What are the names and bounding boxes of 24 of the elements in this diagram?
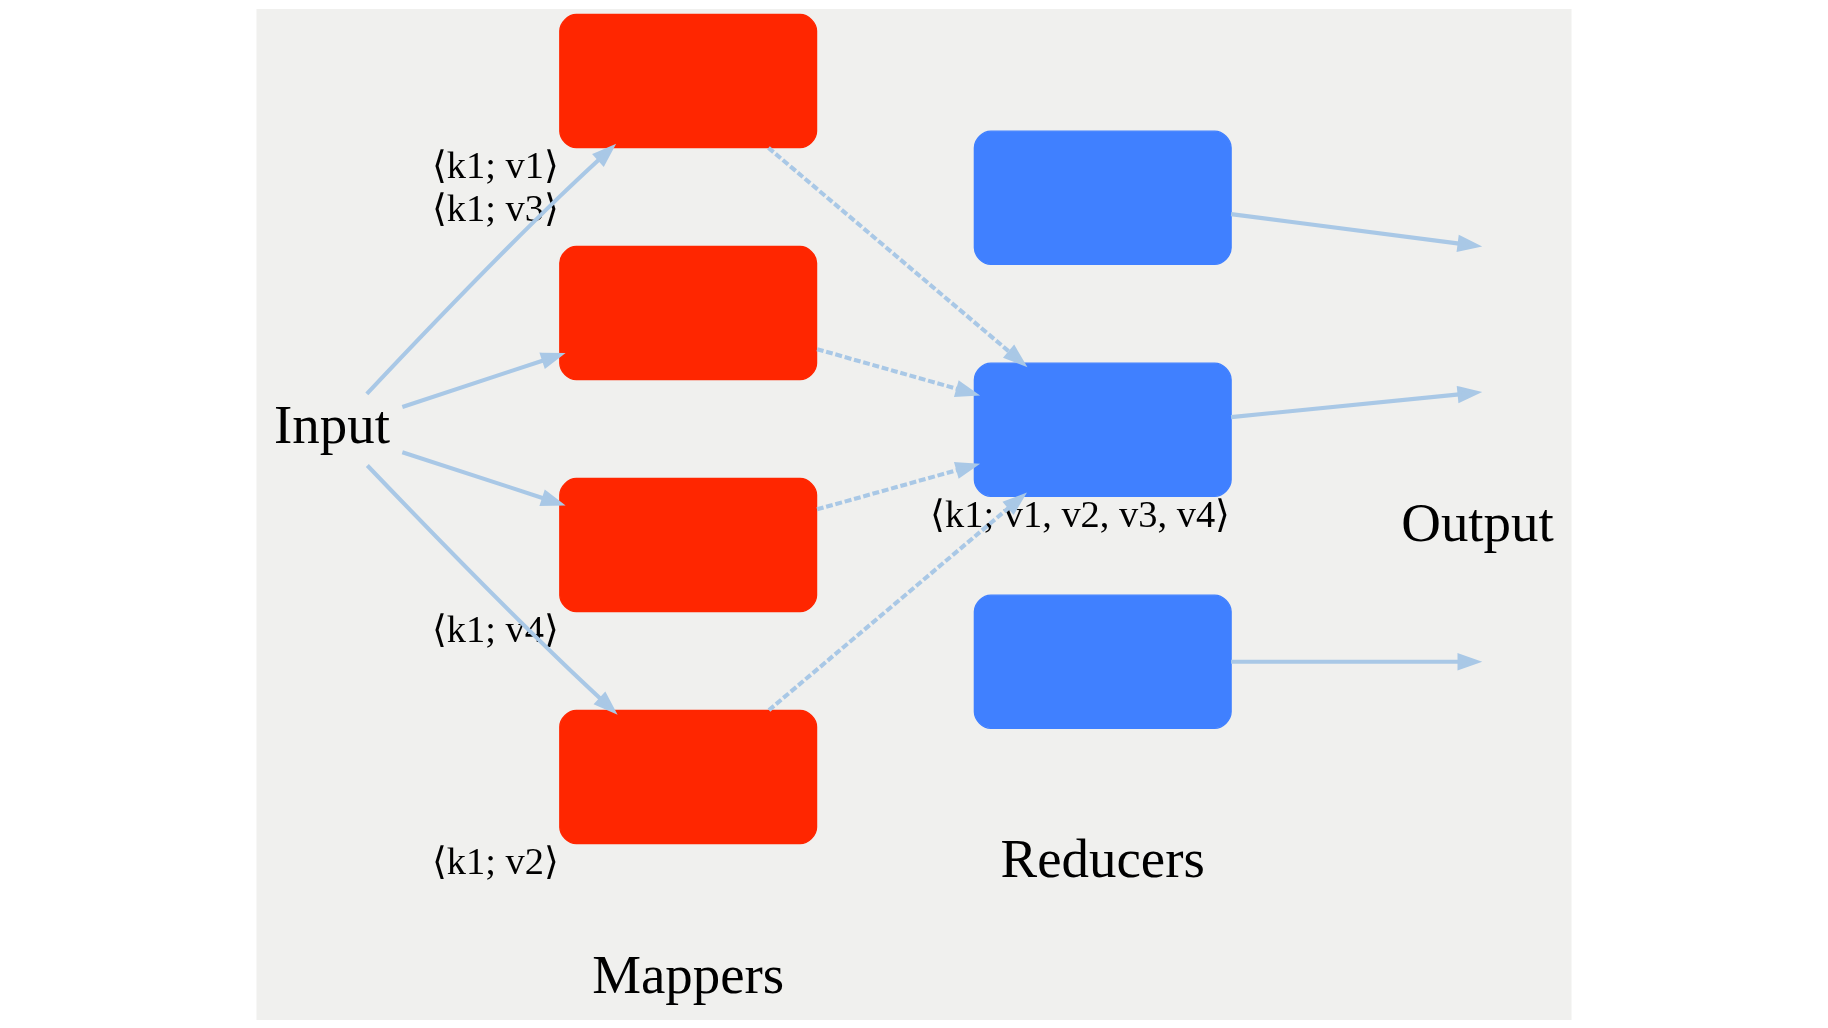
label: Output [1401, 491, 1554, 553]
node-label: ⟨k1; v2⟩ [431, 839, 559, 882]
node-box [973, 361, 1232, 497]
arrow [816, 346, 981, 397]
arrow [365, 463, 618, 715]
node-box [559, 245, 818, 380]
arrow [401, 352, 566, 409]
arrow [365, 143, 617, 395]
label: Reducers [1000, 827, 1205, 889]
node-box [559, 477, 818, 612]
node-box [973, 130, 1232, 265]
arrow [1230, 385, 1483, 419]
label: Mappers [592, 943, 785, 1005]
arrow [816, 461, 981, 511]
arrow [767, 145, 1028, 367]
node-box [973, 593, 1232, 729]
arrow [767, 491, 1027, 712]
arrow [1231, 652, 1483, 670]
node-box [559, 13, 818, 148]
node-label: ⟨k1; v1⟩ [431, 143, 559, 186]
arrow [401, 449, 566, 506]
node-text: Input [274, 393, 390, 455]
arrow [1230, 211, 1483, 252]
node-box [559, 709, 818, 844]
